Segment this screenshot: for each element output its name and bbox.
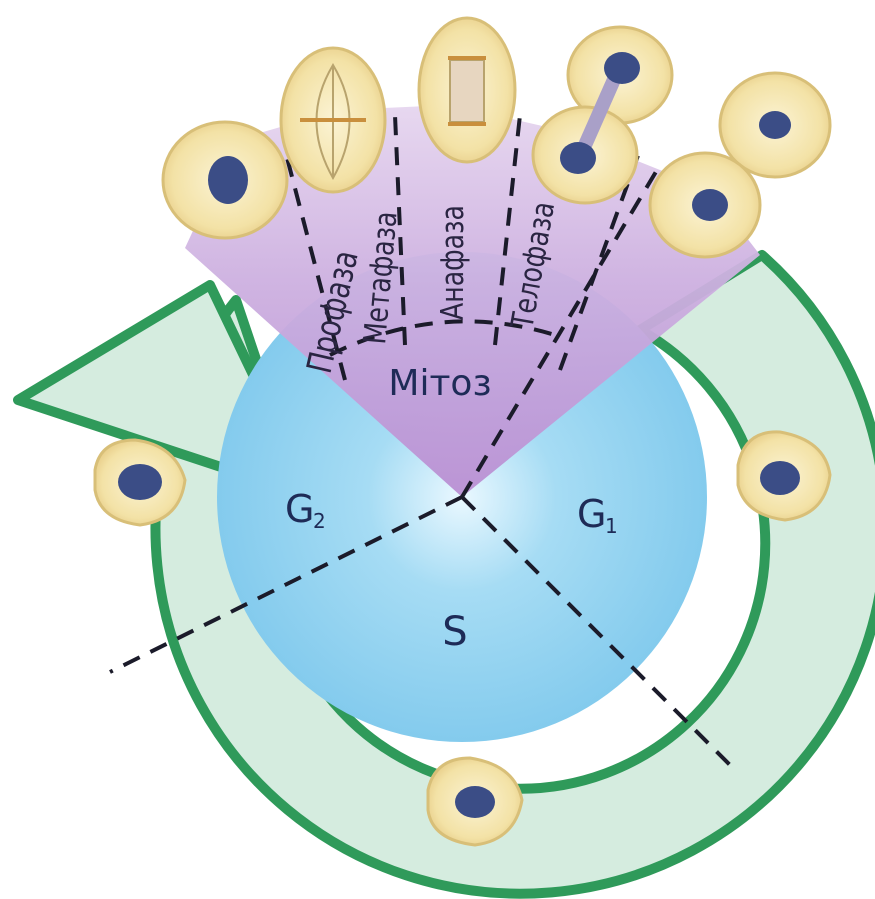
svg-text:1: 1 [605,514,618,538]
metaphase-cell [281,48,385,192]
anaphase-label: Анафаза [435,205,471,320]
nucleus-icon [560,142,596,174]
nucleus-icon [118,464,162,500]
nucleus-icon [760,461,800,495]
s-label: S [442,609,467,655]
s-cell [428,758,522,845]
nucleus-icon [759,111,791,139]
nucleus-icon [455,786,495,818]
anaphase-cell [419,18,515,162]
svg-text:G: G [577,492,606,536]
svg-text:G: G [285,487,314,531]
mitosis-label: Мітоз [388,363,491,404]
svg-text:2: 2 [313,509,326,533]
nucleus-icon [604,52,640,84]
nucleus-icon [692,189,728,221]
prophase-cell [163,122,287,238]
daughter-cell-2 [650,153,760,257]
nucleus-icon [208,156,248,204]
